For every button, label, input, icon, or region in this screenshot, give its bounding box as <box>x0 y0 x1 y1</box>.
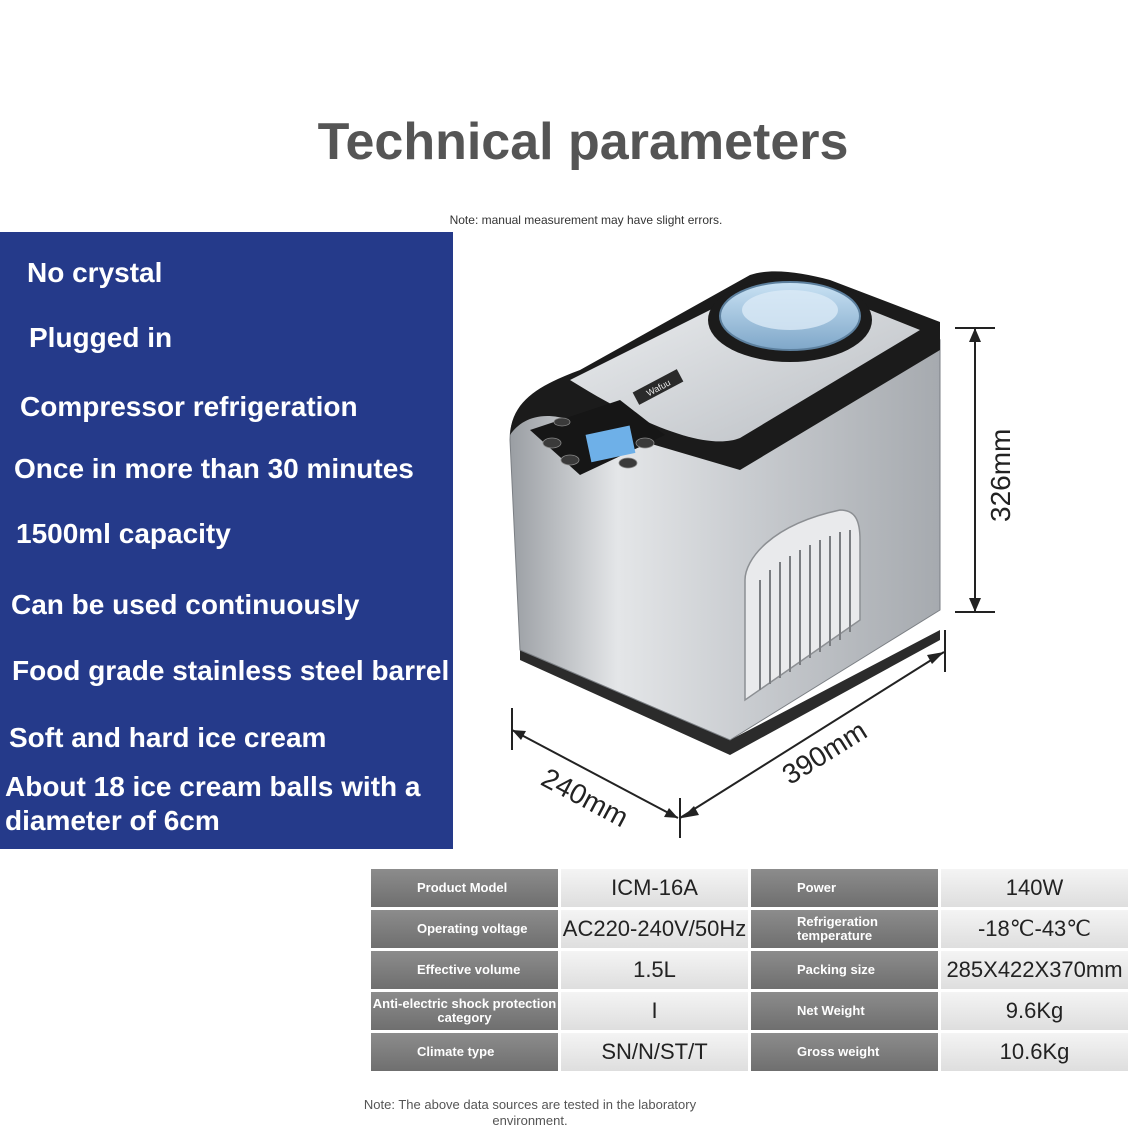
spec-label: Power <box>751 869 938 907</box>
ice-cream-machine-illustration: Wafuu <box>509 271 941 755</box>
height-dimension: 326mm <box>985 428 1016 522</box>
spec-value: 9.6Kg <box>941 992 1128 1030</box>
spec-value: -18℃-43℃ <box>941 910 1128 948</box>
feature-continuous: Can be used continuously <box>11 589 360 620</box>
feature-plugged-in: Plugged in <box>29 322 173 353</box>
spec-value: AC220-240V/50Hz <box>561 910 748 948</box>
spec-label: Anti-electric shock protection category <box>371 992 558 1030</box>
table-row: Operating voltage AC220-240V/50Hz Refrig… <box>371 910 1128 948</box>
feature-balls-line2: diameter of 6cm <box>5 805 220 836</box>
spec-value: 10.6Kg <box>941 1033 1128 1071</box>
spec-value: SN/N/ST/T <box>561 1033 748 1071</box>
spec-label: Product Model <box>371 869 558 907</box>
page-title: Technical parameters <box>317 113 849 171</box>
spec-label: Effective volume <box>371 951 558 989</box>
spec-value: I <box>561 992 748 1030</box>
spec-value: 140W <box>941 869 1128 907</box>
spec-label: Climate type <box>371 1033 558 1071</box>
feature-no-crystal: No crystal <box>27 257 163 288</box>
spec-label: Operating voltage <box>371 910 558 948</box>
spec-value: ICM-16A <box>561 869 748 907</box>
feature-balls-line1: About 18 ice cream balls with a <box>5 771 421 802</box>
feature-panel: No crystal Plugged in Compressor refrige… <box>0 232 453 849</box>
table-row: Anti-electric shock protection category … <box>371 992 1128 1030</box>
spec-label: Packing size <box>751 951 938 989</box>
spec-label: Refrigeration temperature <box>751 910 938 948</box>
dimension-lines <box>511 327 995 838</box>
measurement-note: Note: manual measurement may have slight… <box>449 213 723 227</box>
table-row: Climate type SN/N/ST/T Gross weight 10.6… <box>371 1033 1128 1071</box>
spec-table: Product Model ICM-16A Power 140W Operati… <box>368 866 1131 1074</box>
spec-label: Gross weight <box>751 1033 938 1071</box>
spec-value: 1.5L <box>561 951 748 989</box>
spec-value: 285X422X370mm <box>941 951 1128 989</box>
table-row: Product Model ICM-16A Power 140W <box>371 869 1128 907</box>
lab-note: Note: The above data sources are tested … <box>363 1097 697 1128</box>
feature-soft-hard: Soft and hard ice cream <box>9 722 327 753</box>
table-row: Effective volume 1.5L Packing size 285X4… <box>371 951 1128 989</box>
feature-freeze-time: Once in more than 30 minutes <box>14 453 414 484</box>
feature-compressor: Compressor refrigeration <box>20 391 358 422</box>
lcd-display <box>585 425 636 463</box>
feature-steel-barrel: Food grade stainless steel barrel <box>12 655 450 686</box>
spec-label: Net Weight <box>751 992 938 1030</box>
feature-capacity: 1500ml capacity <box>16 518 231 549</box>
